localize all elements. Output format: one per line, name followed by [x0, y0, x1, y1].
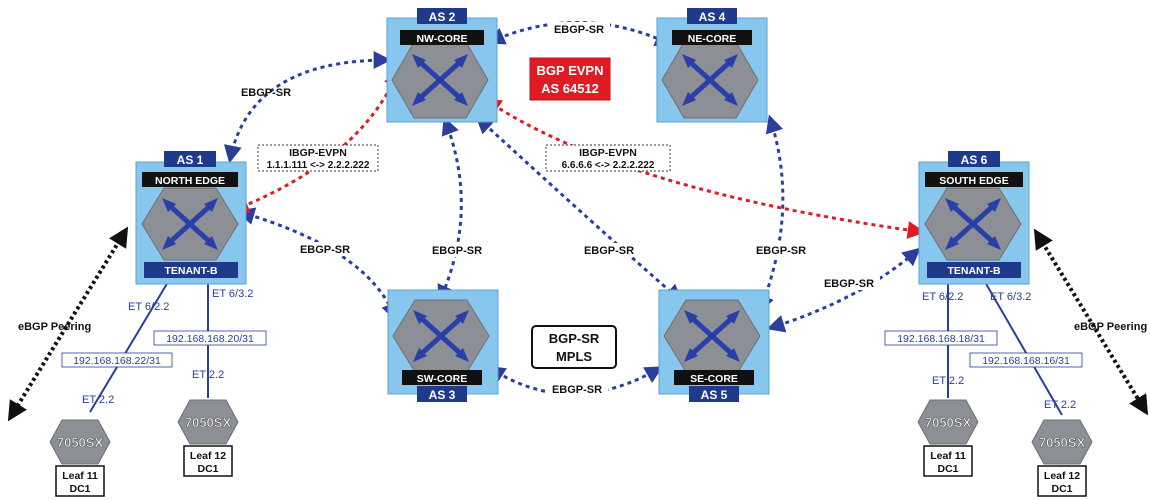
bgp-sr-line2: MPLS	[556, 349, 592, 364]
switch-model: 7050SX	[925, 415, 972, 430]
ibgp-title: IBGP-EVPN	[289, 147, 347, 159]
peering-label: eBGP Peering	[1074, 321, 1147, 333]
leaf-switch[interactable]: 7050SX Leaf 11 DC1	[917, 399, 979, 477]
ebgp-label: EBGP-SR	[300, 244, 350, 256]
switch-hexagon-icon	[49, 419, 111, 465]
switch-model: 7050SX	[1039, 435, 1086, 450]
ebgp-label: EBGP-SR	[554, 24, 604, 36]
ibgp-peers: 1.1.1.111 <-> 2.2.2.222	[267, 160, 370, 171]
subnet-label: 192.168.168.20/31	[166, 333, 254, 345]
leaf-dc: DC1	[69, 483, 90, 495]
interface-label: ET 6/3.2	[990, 291, 1031, 303]
ibgp-peers: 6.6.6.6 <-> 2.2.2.222	[562, 160, 655, 171]
as-badge: AS 1	[177, 153, 204, 167]
node-name: NE-CORE	[688, 33, 736, 45]
switch-model: 7050SX	[185, 415, 232, 430]
switch-model: 7050SX	[57, 435, 104, 450]
ebgp-label: EBGP-SR	[584, 245, 634, 257]
bgp-evpn-badge: BGP EVPN AS 64512	[529, 57, 611, 101]
leaf-name: Leaf 11	[62, 470, 98, 482]
ebgp-north-sw	[236, 207, 399, 322]
router-arrows-icon	[950, 203, 996, 245]
ibgp-label-left: IBGP-EVPN 1.1.1.111 <-> 2.2.2.222	[257, 144, 379, 172]
bgp-sr-badge: BGP-SR MPLS	[531, 325, 617, 369]
leaf-links	[89, 281, 1063, 416]
router-arrows-icon	[689, 315, 735, 357]
switch-hexagon-icon	[177, 399, 239, 445]
tenant-label: TENANT-B	[947, 265, 1000, 277]
interface-label: ET 6/2.2	[922, 291, 963, 303]
router-arrows-icon	[167, 203, 213, 245]
subnet-label: 192.168.168.16/31	[982, 355, 1070, 367]
interface-label: ET 2.2	[1044, 399, 1076, 411]
router-sw-core[interactable]: SW-CORE AS 3	[387, 289, 499, 402]
ebgp-label: EBGP-SR	[241, 87, 291, 99]
interface-label: ET 6/3.2	[212, 288, 253, 300]
router-se-core[interactable]: SE-CORE AS 5	[658, 289, 770, 402]
as-badge: AS 2	[429, 10, 456, 24]
bgp-evpn-line2: AS 64512	[541, 81, 599, 96]
interface-label: ET 6/2.2	[128, 301, 169, 313]
router-arrows-icon	[687, 59, 733, 101]
ibgp-label-right: IBGP-EVPN 6.6.6.6 <-> 2.2.2.222	[545, 144, 671, 172]
router-north-edge[interactable]: AS 1 NORTH EDGE TENANT-B	[135, 151, 247, 285]
leaf-switch[interactable]: 7050SX Leaf 12 DC1	[177, 399, 239, 477]
ebgp-label: EBGP-SR	[756, 245, 806, 257]
node-name: NORTH EDGE	[155, 175, 225, 187]
node-name: SOUTH EDGE	[939, 175, 1008, 187]
node-name: SW-CORE	[417, 373, 468, 385]
ibgp-title: IBGP-EVPN	[579, 147, 637, 159]
router-south-edge[interactable]: AS 6 SOUTH EDGE TENANT-B	[918, 151, 1030, 285]
ibgp-south-nw	[483, 97, 926, 239]
bgp-evpn-line1: BGP EVPN	[537, 63, 604, 78]
leaf-switch[interactable]: 7050SX Leaf 11 DC1	[49, 419, 111, 497]
as-badge: AS 4	[699, 10, 726, 24]
peering-label: eBGP Peering	[18, 321, 91, 333]
router-arrows-icon	[417, 59, 463, 101]
ebgp-nw-ne	[486, 21, 674, 47]
node-name: NW-CORE	[416, 33, 467, 45]
ebgp-se-south	[766, 247, 921, 333]
as-badge: AS 6	[961, 153, 988, 167]
leaf-switch[interactable]: 7050SX Leaf 12 DC1	[1031, 419, 1093, 497]
bgp-sr-line1: BGP-SR	[549, 331, 600, 346]
peering-links	[7, 226, 1149, 422]
leaf-dc: DC1	[1051, 483, 1072, 495]
router-arrows-icon	[418, 315, 464, 357]
as-badge: AS 3	[429, 388, 456, 402]
leaf-name: Leaf 12	[1044, 470, 1080, 482]
ebgp-nw-sw	[437, 116, 463, 304]
interface-label: ET 2.2	[82, 394, 114, 406]
subnet-label: 192.168.168.18/31	[897, 333, 985, 345]
router-ne-core[interactable]: AS 4 NE-CORE	[656, 8, 768, 123]
node-name: SE-CORE	[690, 373, 738, 385]
peering-right	[1033, 228, 1149, 416]
switch-hexagon-icon	[1031, 419, 1093, 465]
ebgp-label: EBGP-SR	[552, 384, 602, 396]
interface-label: ET 2.2	[932, 375, 964, 387]
leaf-name: Leaf 12	[190, 450, 226, 462]
as-badge: AS 5	[701, 388, 728, 402]
ebgp-label: EBGP-SR	[432, 245, 482, 257]
tenant-label: TENANT-B	[164, 265, 217, 277]
leaf-dc: DC1	[937, 463, 958, 475]
peering-left	[7, 226, 129, 422]
ebgp-ne-se	[756, 114, 785, 314]
subnet-label: 192.168.168.22/31	[73, 355, 161, 367]
router-nw-core[interactable]: AS 2 NW-CORE	[386, 8, 498, 123]
ebgp-label: EBGP-SR	[824, 278, 874, 290]
leaf-dc: DC1	[197, 463, 218, 475]
switch-hexagon-icon	[917, 399, 979, 445]
leaf-name: Leaf 11	[930, 450, 966, 462]
interface-label: ET 2.2	[192, 369, 224, 381]
